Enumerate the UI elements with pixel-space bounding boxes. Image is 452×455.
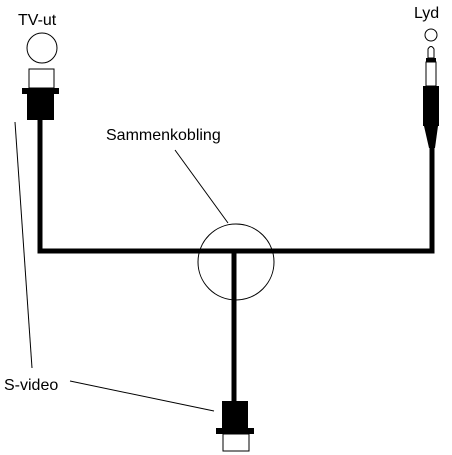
tv-out-connector-face (26, 32, 58, 64)
s-video-leader-to-tv-out (14, 121, 33, 369)
s-video-plug-tip (222, 433, 250, 452)
junction-circle (197, 223, 275, 301)
tv-out-plug-body (27, 94, 54, 120)
tv-out-plug-tip (28, 68, 55, 89)
audio-jack-handle (423, 86, 439, 126)
leader-lines (14, 121, 229, 412)
audio-label: Lyd (414, 5, 439, 22)
tv-out-cable (37, 119, 233, 254)
audio-cable (233, 146, 435, 254)
cable-wires (37, 119, 435, 402)
s-video-plug-body (222, 401, 248, 428)
audio-jack-strain-relief (424, 126, 438, 148)
tv-out-plug-collar (22, 88, 59, 94)
audio-connector-face (424, 28, 438, 42)
s-video-connector (216, 401, 254, 452)
s-video-leader-to-plug (69, 380, 215, 412)
tv-out-connector (22, 32, 59, 120)
junction-label: Sammenkobling (106, 127, 221, 144)
audio-jack-tip (427, 46, 435, 59)
junction-leader-line (174, 149, 229, 224)
audio-jack-connector (423, 28, 439, 148)
tv-out-label: TV-ut (18, 12, 57, 29)
s-video-plug-collar (216, 428, 254, 434)
audio-jack-sleeve (425, 61, 437, 87)
audio-jack-ring (426, 58, 436, 62)
s-video-label: S-video (4, 377, 58, 394)
